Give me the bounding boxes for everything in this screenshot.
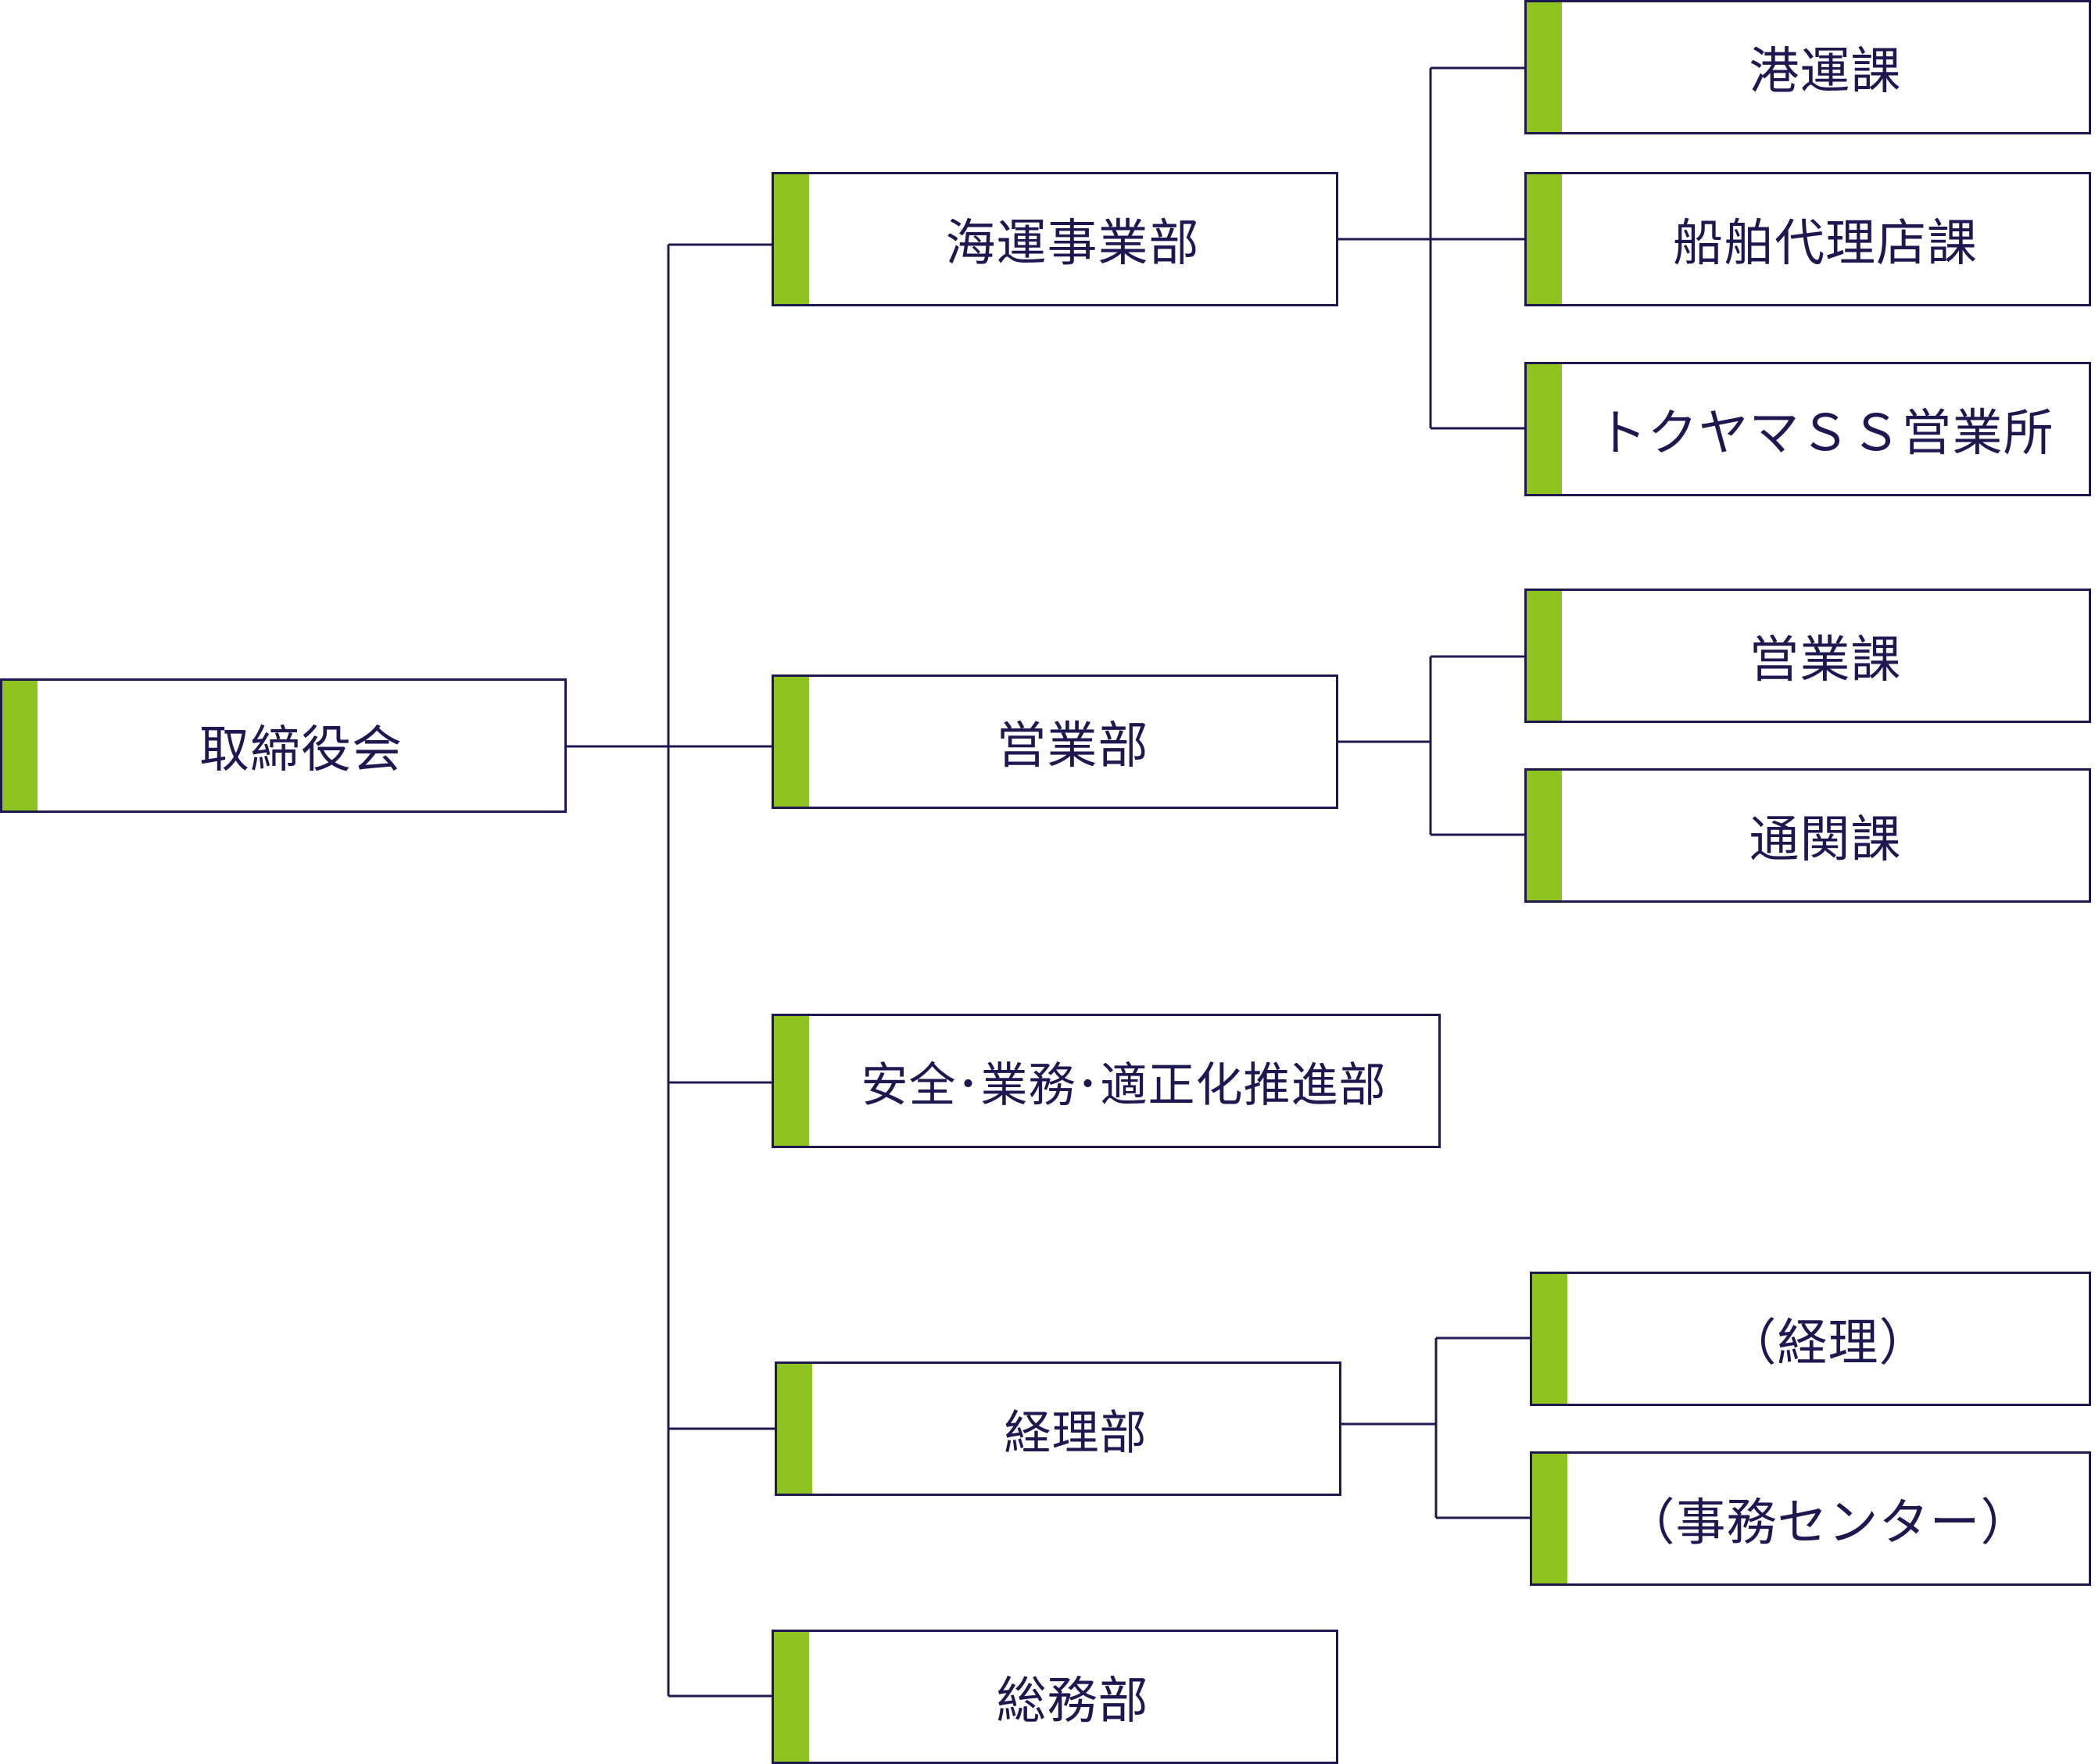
dept-somu-label: 総務部: [996, 1673, 1149, 1730]
accent-bar: [1527, 364, 1562, 494]
accent-bar: [774, 174, 809, 304]
board-node: 取締役会: [0, 678, 567, 813]
dept-eigyo-node: 営業部: [772, 674, 1338, 809]
dept-kaiun-label: 海運事業部: [945, 215, 1200, 273]
section-tsukan-node: 通関課: [1524, 768, 2091, 903]
board-label: 取締役会: [199, 721, 403, 779]
accent-bar: [1527, 174, 1562, 304]
section-keiri-sub-node: （経理）: [1530, 1272, 2091, 1406]
accent-bar: [1532, 1454, 1567, 1583]
dept-keiri-node: 経理部: [775, 1361, 1341, 1496]
section-senpaku-node: 船舶代理店課: [1524, 172, 2091, 306]
section-senpaku-label: 船舶代理店課: [1673, 215, 1978, 273]
section-tsukan-label: 通関課: [1749, 811, 1902, 869]
dept-anzen-node: 安全･業務･適正化推進部: [772, 1014, 1441, 1148]
section-tokuyama-node: トクヤマＳＳ営業所: [1524, 362, 2091, 496]
dept-keiri-label: 経理部: [1004, 1405, 1148, 1461]
section-kowun-node: 港運課: [1524, 0, 2091, 134]
section-eigyoka-node: 営業課: [1524, 589, 2091, 723]
section-tokuyama-label: トクヤマＳＳ営業所: [1596, 405, 2054, 463]
accent-bar: [774, 1632, 809, 1762]
accent-bar: [774, 1016, 809, 1146]
accent-bar: [774, 677, 809, 807]
accent-bar: [777, 1364, 812, 1494]
section-keiri-sub-label: （経理）: [1726, 1315, 1930, 1372]
dept-somu-node: 総務部: [772, 1630, 1338, 1764]
dept-kaiun-node: 海運事業部: [772, 172, 1338, 306]
section-kowun-label: 港運課: [1749, 43, 1902, 101]
accent-bar: [1532, 1274, 1567, 1404]
section-eigyoka-label: 営業課: [1749, 632, 1902, 689]
dept-eigyo-label: 営業部: [996, 717, 1149, 775]
accent-bar: [1527, 591, 1562, 721]
dept-anzen-label: 安全･業務･適正化推進部: [861, 1057, 1387, 1113]
section-jimu-node: （事務センター）: [1530, 1451, 2091, 1586]
accent-bar: [2, 681, 38, 810]
accent-bar: [1527, 2, 1562, 132]
accent-bar: [1527, 771, 1562, 900]
section-jimu-label: （事務センター）: [1624, 1494, 2032, 1552]
